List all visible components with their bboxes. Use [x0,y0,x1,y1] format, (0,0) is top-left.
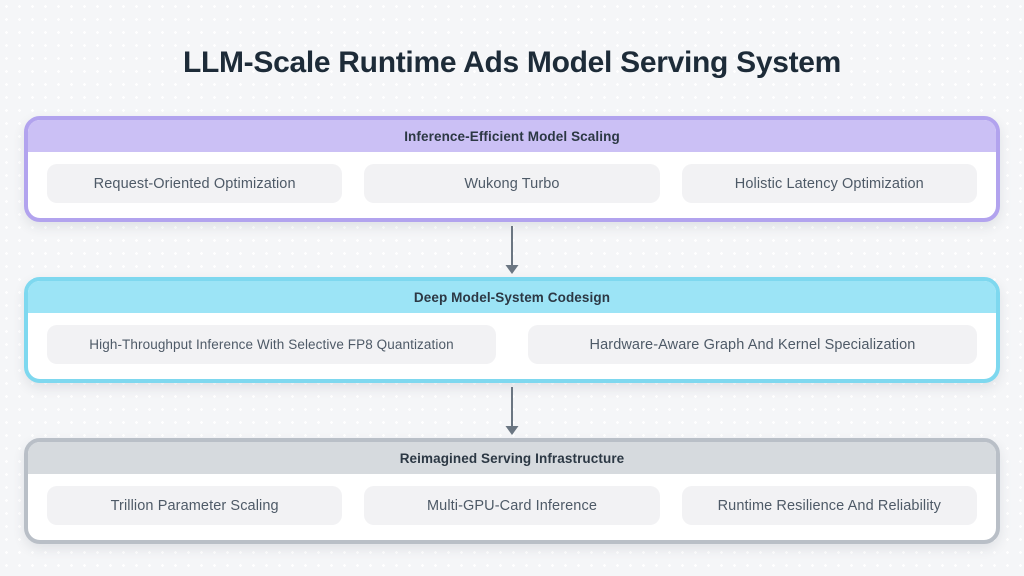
tier-header: Inference-Efficient Model Scaling [28,120,996,152]
tier-item: Holistic Latency Optimization [681,164,977,203]
tier-item: Multi-GPU-Card Inference [364,486,660,525]
tier-item: High-Throughput Inference With Selective… [47,325,496,364]
connector-2 [0,383,1024,438]
down-arrow-icon [505,225,519,274]
tier-body: High-Throughput Inference With Selective… [28,313,996,379]
tier-item: Wukong Turbo [364,164,660,203]
tier-item: Request-Oriented Optimization [47,164,343,203]
tier-body: Trillion Parameter Scaling Multi-GPU-Car… [28,474,996,540]
tier-body: Request-Oriented Optimization Wukong Tur… [28,152,996,218]
tier-deep-model-system-codesign: Deep Model-System Codesign High-Throughp… [24,277,1000,383]
down-arrow-icon [505,386,519,435]
tier-item: Trillion Parameter Scaling [47,486,343,525]
page-title: LLM-Scale Runtime Ads Model Serving Syst… [182,46,842,79]
tier-reimagined-serving-infrastructure: Reimagined Serving Infrastructure Trilli… [24,438,1000,544]
tier-header: Reimagined Serving Infrastructure [28,442,996,474]
tier-item: Hardware-Aware Graph And Kernel Speciali… [528,325,977,364]
connector-1 [0,222,1024,277]
tier-header: Deep Model-System Codesign [28,281,996,313]
tier-inference-efficient-model-scaling: Inference-Efficient Model Scaling Reques… [24,116,1000,222]
tier-item: Runtime Resilience And Reliability [681,486,977,525]
